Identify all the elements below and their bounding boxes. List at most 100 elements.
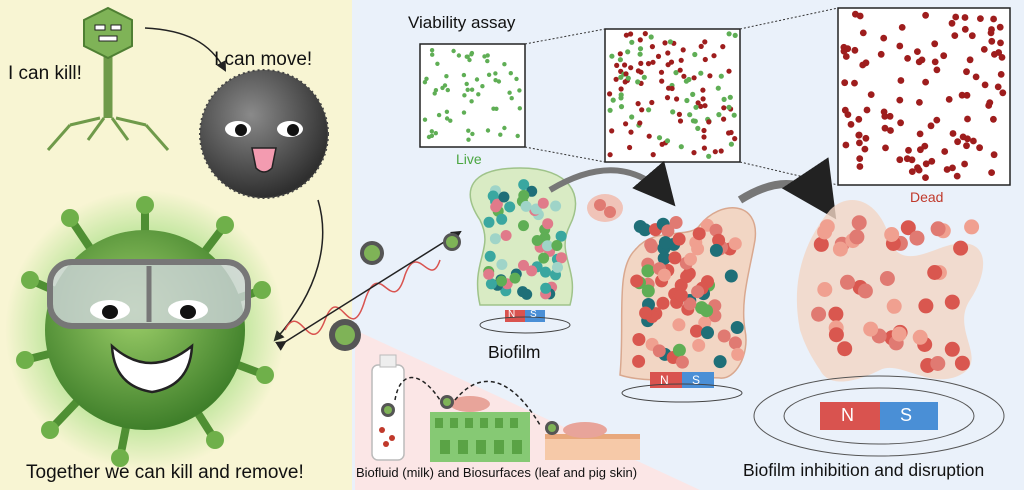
biofilm-cell: [489, 233, 501, 245]
dead-cell: [998, 54, 1006, 61]
biofilm-cell: [531, 235, 543, 246]
mixed-cell: [700, 96, 706, 102]
live-cell: [493, 78, 498, 83]
mixed-cell: [627, 144, 633, 151]
mixed-box: [604, 28, 741, 163]
biofilm-cell: [954, 355, 970, 371]
mixed-cell: [695, 100, 701, 106]
biofilm-cell: [918, 298, 934, 314]
dead-cell: [986, 99, 994, 106]
biofilm-2-cells: [630, 216, 745, 369]
biofilm-cell: [944, 294, 960, 310]
mixed-cell: [625, 49, 631, 55]
mixed-cell: [693, 104, 699, 110]
biofilm-cell: [709, 223, 723, 237]
biofilm-cell: [912, 329, 928, 345]
dead-cell: [963, 142, 970, 150]
live-cells: [422, 48, 522, 142]
mixed-cell: [628, 31, 634, 37]
live-cell: [433, 131, 438, 136]
double-arrow: [275, 230, 462, 351]
dead-cell: [961, 160, 968, 168]
live-cell: [469, 87, 475, 92]
live-cell: [429, 129, 434, 134]
dead-cell: [896, 42, 904, 50]
biofilm-cell: [484, 250, 496, 262]
biofilm-cell: [927, 265, 943, 280]
biofilm-cell: [879, 271, 895, 286]
live-cell: [476, 92, 481, 97]
label-biofilm: Biofilm: [488, 342, 541, 362]
biofilm-cell: [953, 240, 969, 256]
biofilm-cell: [537, 197, 549, 209]
mixed-cell: [635, 79, 641, 85]
dead-cell: [887, 127, 894, 134]
mixed-cell: [664, 95, 671, 101]
dead-cell: [922, 174, 929, 182]
mixed-cell: [637, 37, 643, 43]
biofilm-cell: [483, 216, 495, 228]
live-cell: [496, 79, 502, 84]
dead-cell: [896, 96, 904, 104]
live-cell: [429, 133, 435, 138]
mixed-cell: [617, 57, 624, 63]
biofilm-cell: [652, 344, 666, 358]
dead-cell: [922, 78, 929, 86]
mixed-cell: [629, 39, 635, 45]
biofilm-cell: [884, 227, 900, 242]
live-cell: [486, 72, 492, 78]
mixed-cell: [656, 135, 663, 141]
mixed-cell: [732, 32, 738, 39]
dead-cell: [914, 48, 921, 55]
magnet-3-s: S: [900, 405, 913, 425]
dead-cell: [933, 66, 941, 74]
biofilm-cell: [964, 219, 980, 235]
phage-icon: [46, 6, 170, 151]
mixed-cell: [650, 152, 656, 158]
dead-cell: [994, 83, 1002, 91]
live-cell: [448, 118, 453, 123]
magnet-1-n: N: [508, 309, 516, 320]
dead-cell: [928, 157, 936, 165]
mixed-cell: [637, 51, 643, 57]
dead-cell: [943, 166, 951, 173]
mixed-cell: [665, 50, 671, 56]
mixed-cell: [642, 30, 648, 37]
biofilm-cell: [709, 243, 723, 257]
mixed-cell: [731, 112, 737, 118]
mixed-cell: [687, 112, 693, 118]
mixed-cell: [702, 56, 708, 63]
live-cell: [493, 71, 498, 76]
mixed-cell: [667, 39, 674, 45]
mixed-cell: [613, 76, 619, 82]
biofilm-cell: [550, 200, 562, 212]
live-cell: [461, 110, 467, 115]
live-cell: [474, 77, 480, 82]
mixed-cell: [659, 78, 665, 84]
biofilm-cell: [857, 283, 873, 299]
live-cell: [436, 112, 442, 118]
biofilm-cell: [491, 198, 503, 210]
live-cell: [480, 84, 485, 89]
mixed-cell: [684, 97, 690, 104]
live-cell: [429, 48, 435, 53]
label-dead: Dead: [910, 189, 944, 205]
live-cell: [422, 80, 428, 85]
label-i-can-kill: I can kill!: [8, 63, 82, 84]
label-inhibition: Biofilm inhibition and disruption: [743, 460, 985, 480]
label-i-can-move: I can move!: [214, 49, 313, 70]
biofilm-cell: [526, 265, 538, 277]
live-cell: [470, 131, 475, 137]
biofilm-cell: [672, 232, 686, 246]
biofilm-cell: [555, 252, 567, 264]
live-box: [419, 43, 526, 148]
live-cell: [432, 91, 437, 96]
live-cell: [451, 48, 456, 54]
live-cell: [507, 90, 512, 95]
mixed-cell: [677, 67, 683, 73]
biofilm-cell: [555, 230, 567, 242]
mixed-cell: [686, 76, 692, 83]
dead-cell: [999, 89, 1007, 97]
mixed-cell: [609, 53, 615, 59]
